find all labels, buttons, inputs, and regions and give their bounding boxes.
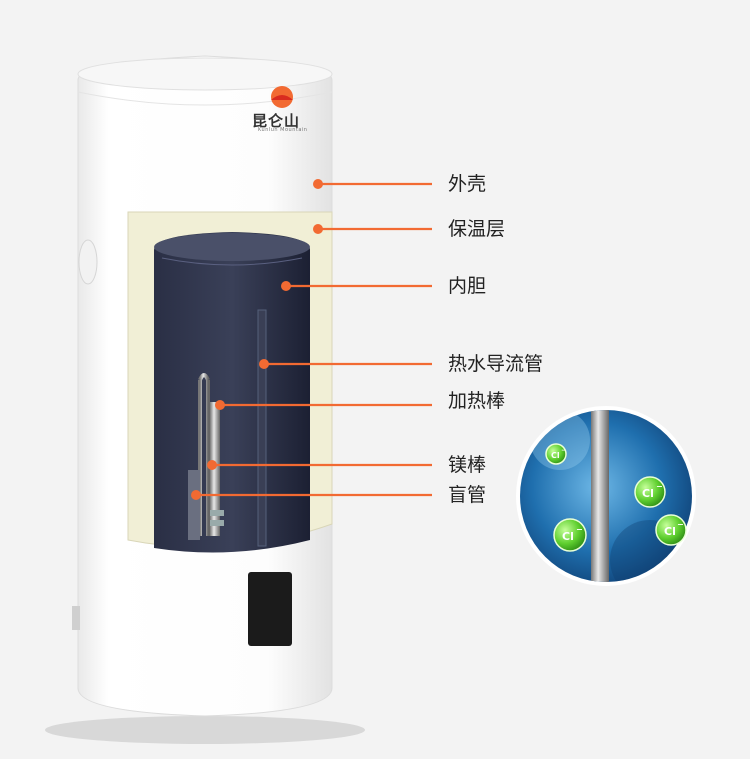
callout-label-insulation: 保温层	[448, 218, 506, 240]
brand-name: 昆仑山	[252, 112, 301, 130]
callout-label-inner-tank: 内胆	[448, 275, 487, 297]
chloride-ion-4: Cl −	[655, 514, 687, 546]
callout-label-shell: 外壳	[448, 173, 487, 195]
callout-dots	[191, 179, 323, 500]
callout-lines	[196, 182, 432, 497]
svg-text:Cl: Cl	[642, 487, 654, 500]
callout-label-hot-water-pipe: 热水导流管	[448, 353, 544, 375]
floor-shadow	[45, 716, 365, 744]
chloride-ion-1: Cl −	[545, 443, 567, 465]
callout-label-magnesium-rod: 镁棒	[448, 454, 487, 476]
svg-text:−: −	[576, 525, 583, 534]
control-panel	[248, 572, 292, 646]
svg-text:−: −	[677, 520, 684, 529]
inset-magnesium-detail	[516, 406, 696, 586]
chloride-ion-2: Cl −	[634, 476, 666, 508]
svg-text:Cl: Cl	[562, 530, 574, 543]
brand-subtitle: Kunlun Mountain	[258, 127, 308, 133]
svg-text:−: −	[561, 447, 566, 454]
inner-tank-body	[154, 232, 310, 553]
callout-label-heating-rod: 加热棒	[448, 390, 506, 412]
svg-text:Cl: Cl	[664, 525, 676, 538]
chloride-ion-3: Cl −	[553, 518, 587, 552]
callout-label-blind-pipe: 盲管	[448, 484, 487, 506]
brand-logo-icon	[271, 86, 293, 108]
svg-text:−: −	[656, 482, 663, 491]
svg-text:Cl: Cl	[551, 451, 560, 460]
